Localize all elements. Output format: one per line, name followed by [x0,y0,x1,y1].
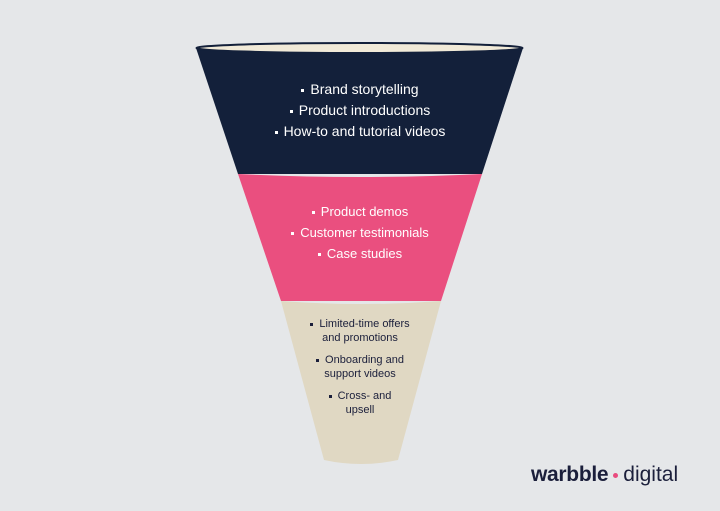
bullet-icon [301,88,305,92]
funnel-stage-top [196,48,523,174]
stage-middle-list: Product demos Customer testimonials Case… [0,201,720,264]
bullet-icon [316,358,320,362]
bullet-icon [289,109,293,113]
list-item: Limited-time offers and promotions [0,317,720,345]
stage-bottom-list: Limited-time offers and promotions Onboa… [0,317,720,425]
logo-word-light: digital [623,463,679,486]
funnel-rim [195,42,524,54]
bullet-icon [311,211,315,215]
list-item: How-to and tutorial videos [0,121,720,142]
list-item: Customer testimonials [0,222,720,243]
stage-top-list: Brand storytelling Product introductions… [0,79,720,142]
list-item: Case studies [0,243,720,264]
bullet-icon [291,232,295,236]
bullet-icon [317,253,321,257]
logo-dot-icon [613,472,619,478]
list-item: Product demos [0,201,720,222]
warbble-digital-logo: warbble digital [531,462,678,488]
logo-word-bold: warbble [531,463,609,486]
funnel-stage-bottom [281,301,441,464]
bullet-icon [274,130,278,134]
bullet-icon [310,322,314,326]
list-item: Onboarding and support videos [0,353,720,381]
list-item: Brand storytelling [0,79,720,100]
funnel-stage-middle [238,174,482,301]
list-item: Cross- and upsell [0,389,720,417]
list-item: Product introductions [0,100,720,121]
bullet-icon [328,394,332,398]
